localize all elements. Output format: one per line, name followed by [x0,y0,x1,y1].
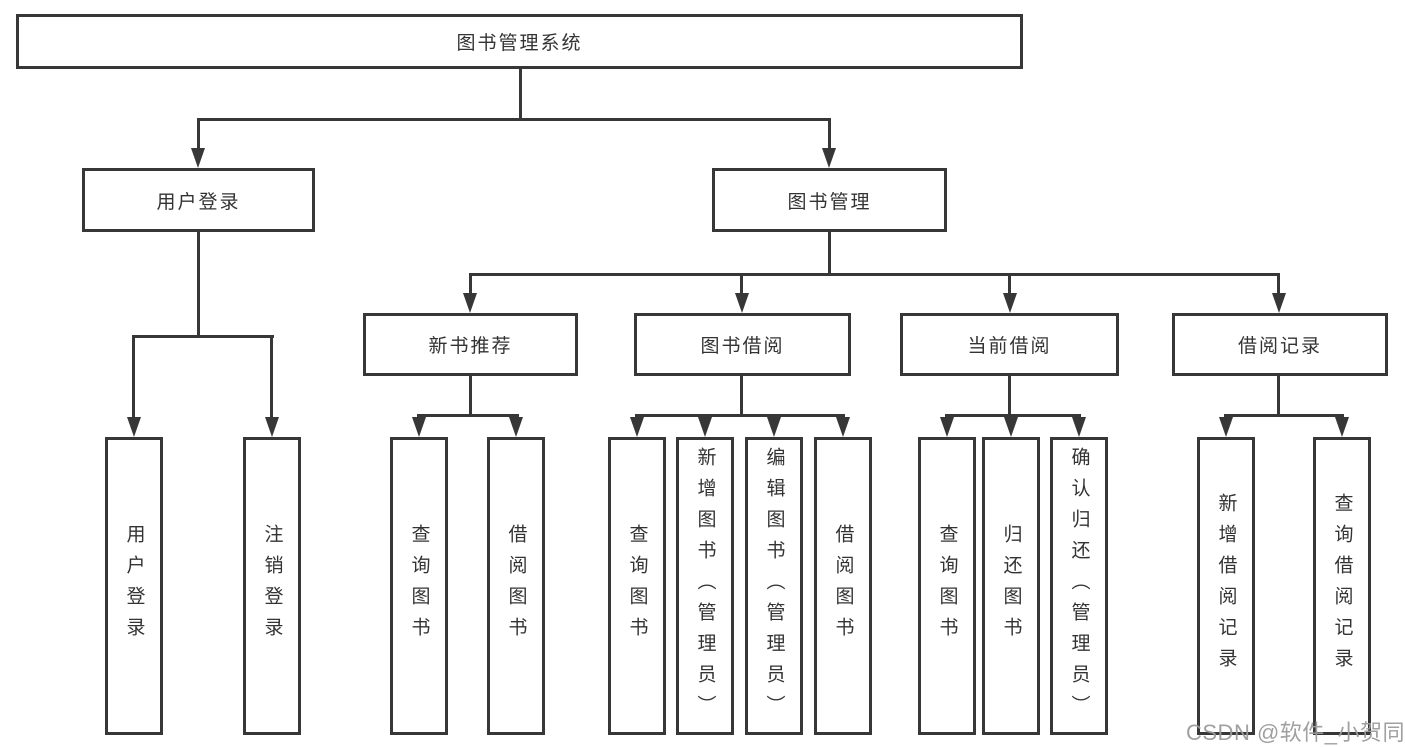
node-library-management-system: 图书管理系统 [16,14,1023,69]
connector-records-rail [1224,414,1344,417]
arrowhead-new-book-recommend [463,293,477,313]
node-label: 借阅记录 [1237,336,1322,357]
node-label: 新书推荐 [428,336,513,357]
node-add-borrow-record: 新增借阅记录 [1197,437,1255,735]
node-label: 用户登录 [156,191,241,213]
node-logout: 注销登录 [243,437,301,735]
node-label: 查询图书 [626,524,648,648]
arrowhead-logout [265,417,279,437]
node-label: 注销登录 [261,524,283,648]
connector-new-book-stub [469,273,472,295]
arrowhead-borrow-books-borrowing [836,417,850,437]
arrowhead-user-login [191,148,205,168]
node-borrow-books-recommend: 借阅图书 [487,437,545,735]
node-query-books-recommend: 查询图书 [390,437,448,735]
node-label: 当前借阅 [967,336,1052,357]
connector-current-borrow-stub [1008,273,1011,295]
connector-user-login-rail [132,335,274,338]
node-label: 编辑图书（管理员） [763,446,785,726]
arrowhead-query-books-borrowing [630,417,644,437]
arrowhead-edit-books-admin [767,417,781,437]
connector-records-stub [1277,273,1280,295]
connector-book-mgmt-drop [828,232,831,276]
node-label: 用户登录 [123,524,145,648]
connector-level2-rail [197,118,831,121]
node-book-borrowing: 图书借阅 [634,313,851,376]
arrowhead-current-borrowing [1003,293,1017,313]
node-return-books: 归还图书 [982,437,1040,735]
connector-level3-rail [469,273,1280,276]
node-login: 用户登录 [105,437,163,735]
node-user-login: 用户登录 [82,168,315,232]
arrowhead-add-books-admin [698,417,712,437]
connector-user-login-drop [197,232,200,338]
node-current-borrowing: 当前借阅 [900,313,1119,376]
node-label: 新增借阅记录 [1215,493,1237,679]
node-borrow-books-borrowing: 借阅图书 [814,437,872,735]
connector-book-mgmt-stub [828,118,831,150]
node-label: 查询借阅记录 [1331,493,1353,679]
node-label: 图书管理 [787,191,872,213]
connector-book-borrow-drop [740,376,743,417]
connector-records-drop [1277,376,1280,417]
connector-new-book-rail [417,414,519,417]
node-label: 新增图书（管理员） [694,446,716,726]
arrowhead-confirm-return-admin [1072,417,1086,437]
connector-current-borrow-drop [1008,376,1011,417]
connector-root-drop [519,69,522,118]
arrowhead-book-mgmt [822,148,836,168]
arrowhead-login [127,417,141,437]
node-label: 查询图书 [936,524,958,648]
arrowhead-borrow-books-recommend [509,417,523,437]
node-query-books-current: 查询图书 [918,437,976,735]
arrowhead-query-borrow-record [1335,417,1349,437]
node-confirm-return-admin: 确认归还（管理员） [1050,437,1108,735]
node-label: 借阅图书 [832,524,854,648]
node-add-books-admin: 新增图书（管理员） [676,437,734,735]
node-query-borrow-record: 查询借阅记录 [1313,437,1371,735]
node-query-books-borrowing: 查询图书 [608,437,666,735]
node-new-book-recommend: 新书推荐 [363,313,578,376]
connector-current-borrow-rail [945,414,1081,417]
connector-book-borrow-stub [740,273,743,295]
arrowhead-query-books-recommend [412,417,426,437]
connector-login-stub [132,335,135,419]
watermark: CSDN @软件_小贺同学 [1186,720,1405,745]
arrowhead-query-books-current [940,417,954,437]
node-edit-books-admin: 编辑图书（管理员） [745,437,803,735]
node-label: 查询图书 [408,524,430,648]
node-label: 归还图书 [1000,524,1022,648]
arrowhead-add-borrow-record [1219,417,1233,437]
connector-logout-stub [270,335,273,419]
node-label: 确认归还（管理员） [1068,446,1090,726]
arrowhead-book-borrowing [735,293,749,313]
connector-book-borrow-rail [635,414,845,417]
node-book-management: 图书管理 [712,168,947,232]
connector-new-book-drop [469,376,472,417]
node-borrowing-records: 借阅记录 [1172,313,1388,376]
node-label: 借阅图书 [505,524,527,648]
node-label: 图书借阅 [700,336,785,357]
connector-user-login-stub [197,118,200,150]
arrowhead-borrowing-records [1272,293,1286,313]
arrowhead-return-books [1004,417,1018,437]
node-label: 图书管理系统 [456,33,583,54]
